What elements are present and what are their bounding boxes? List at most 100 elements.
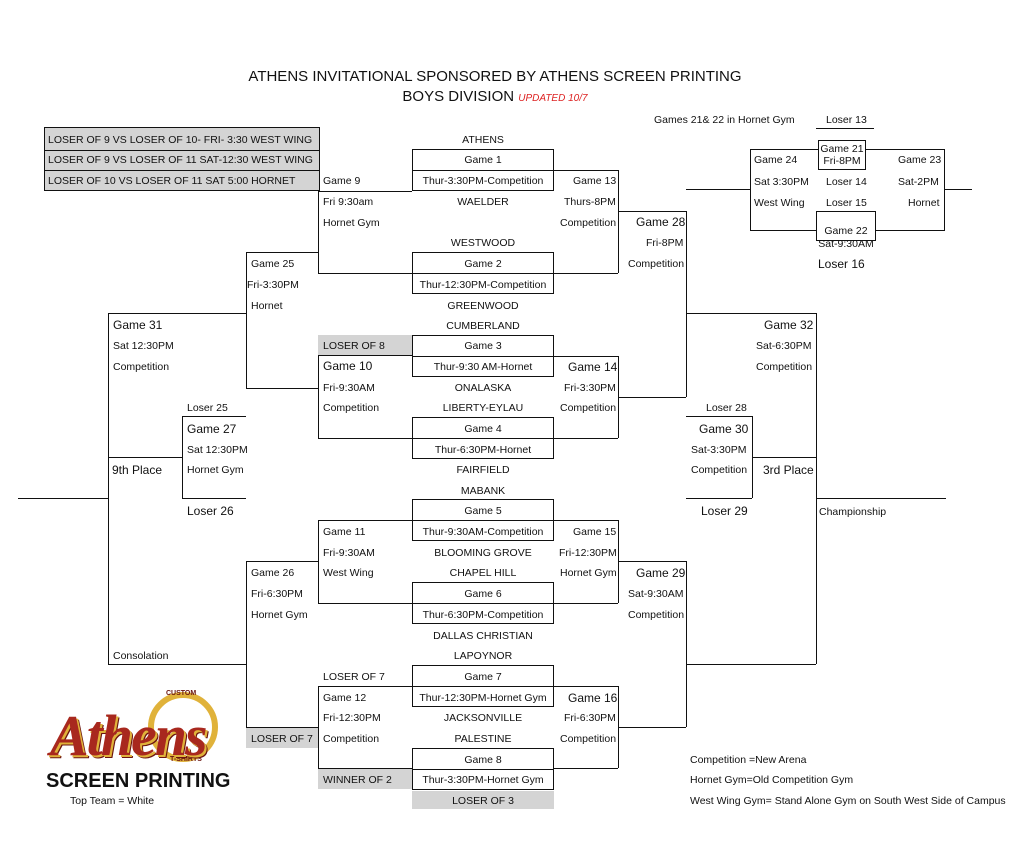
game-27-bottom-team: Loser 26 [187,504,234,518]
game-14-label: Game 14 [568,360,618,374]
game-16-label: Game 16 [568,691,618,705]
game-25-location: Hornet [251,300,283,312]
game-8-label: Game 8 [464,754,502,766]
game-4-time: Thur-6:30PM-Hornet [434,444,532,456]
game-28-location: Competition [628,258,685,270]
top-team-note: Top Team = White [70,795,155,807]
game-31-time: Sat 12:30PM [113,340,174,352]
game-2-top-team: WESTWOOD [450,237,516,249]
game-30-location: Competition [691,464,748,476]
game-6-bottom-team: DALLAS CHRISTIAN [433,630,533,642]
game-10-label: Game 10 [323,359,373,373]
game-26-location: Hornet Gym [251,609,308,621]
game-12-time: Fri-12:30PM [323,712,381,724]
legend-line-1: LOSER OF 9 VS LOSER OF 10- FRI- 3:30 WES… [48,134,313,146]
pool-loser-14: Loser 14 [826,176,867,188]
game-2-time: Thur-12:30PM-Competition [419,279,547,291]
logo-tagline: SCREEN PRINTING [46,770,231,792]
game-5-top-team: MABANK [460,485,506,497]
game-32-location: Competition [756,361,813,373]
game-12-bottom-team: WINNER OF 2 [323,774,392,786]
championship-label: Championship [819,506,887,518]
game-24-label: Game 24 [754,154,798,166]
game-9-label: Game 9 [323,175,361,187]
game-27-label: Game 27 [187,422,237,436]
game-15-location: Hornet Gym [560,567,617,579]
game-26-time: Fri-6:30PM [251,588,303,600]
game-7-time: Thur-12:30PM-Hornet Gym [419,692,547,704]
game-30-label: Game 30 [699,422,749,436]
game-4-top-team: LIBERTY-EYLAU [442,402,524,414]
game-29-location: Competition [628,609,685,621]
game-16-location: Competition [560,733,617,745]
game-21-time: Fri-8PM [823,155,861,167]
game-10-top-team: LOSER OF 8 [323,340,385,352]
game-13-time: Thurs-8PM [564,196,616,208]
page-title: ATHENS INVITATIONAL SPONSORED BY ATHENS … [248,68,742,85]
game-10-time: Fri-9:30AM [323,382,375,394]
game-28-label: Game 28 [636,215,686,229]
game-5-time: Thur-9:30AM-Competition [422,526,544,538]
key-west-wing: West Wing Gym= Stand Alone Gym on South … [690,795,1006,807]
pool-note: Games 21& 22 in Hornet Gym [654,114,795,126]
game-14-time: Fri-3:30PM [564,382,616,394]
game-8-time: Thur-3:30PM-Hornet Gym [422,774,544,786]
game-3-top-team: CUMBERLAND [446,320,520,332]
game-5-bottom-team: BLOOMING GROVE [434,547,532,559]
game-2-label: Game 2 [464,258,502,270]
game-29-label: Game 29 [636,566,686,580]
game-1-time: Thur-3:30PM-Competition [422,175,544,187]
game-11-time: Fri-9:30AM [323,547,375,559]
game-31-location: Competition [113,361,170,373]
game-2-bottom-team: GREENWOOD [447,300,519,312]
game-12-location: Competition [323,733,380,745]
game-23-location: Hornet [908,197,940,209]
game-27-top-team: Loser 25 [187,402,228,414]
game-10-location: Competition [323,402,380,414]
game-6-label: Game 6 [464,588,502,600]
game-7-top-team: LAPOYNOR [453,650,513,662]
game-11-location: West Wing [323,567,374,579]
game-24-location: West Wing [754,197,805,209]
game-26-bottom-team: LOSER OF 7 [251,733,313,745]
consolation-label: Consolation [113,650,169,662]
game-30-top-team: Loser 28 [706,402,747,414]
game-3-time: Thur-9:30 AM-Hornet [433,361,533,373]
game-15-time: Fri-12:30PM [559,547,617,559]
game-14-location: Competition [560,402,617,414]
game-7-label: Game 7 [464,671,502,683]
pool-loser-16: Loser 16 [818,257,865,271]
game-24-time: Sat 3:30PM [754,176,809,188]
game-31-label: Game 31 [113,318,163,332]
third-place-label: 3rd Place [763,463,814,477]
legend-line-3: LOSER OF 10 VS LOSER OF 11 SAT 5:00 HORN… [48,175,296,187]
game-27-time: Sat 12:30PM [187,444,248,456]
legend-line-2: LOSER OF 9 VS LOSER OF 11 SAT-12:30 WEST… [48,154,313,166]
game-5-label: Game 5 [464,505,502,517]
game-9-time: Fri 9:30am [323,196,374,208]
game-25-label: Game 25 [251,258,295,270]
game-27-location: Hornet Gym [187,464,244,476]
logo-ring-bottom: T-SHIRTS [170,756,202,763]
game-23-label: Game 23 [898,154,942,166]
game-3-label: Game 3 [464,340,502,352]
game-28-time: Fri-8PM [646,237,684,249]
game-6-top-team: CHAPEL HILL [449,567,517,579]
game-13-label: Game 13 [573,175,617,187]
game-3-bottom-team: ONALASKA [454,382,512,394]
game-1-label: Game 1 [464,154,502,166]
key-hornet-gym: Hornet Gym=Old Competition Gym [690,774,854,786]
ninth-place-label: 9th Place [112,463,163,477]
game-1-bottom-team: WAELDER [457,196,509,208]
game-4-bottom-team: FAIRFIELD [456,464,510,476]
game-8-bottom-team: LOSER OF 3 [452,795,514,807]
updated-note: UPDATED 10/7 [518,93,588,104]
game-30-bottom-team: Loser 29 [701,504,748,518]
game-15-label: Game 15 [573,526,617,538]
game-29-time: Sat-9:30AM [628,588,684,600]
game-4-label: Game 4 [464,423,502,435]
pool-loser-15: Loser 15 [826,197,867,209]
game-32-label: Game 32 [764,318,814,332]
legend-box [44,127,320,191]
game-22-label: Game 22 [824,225,868,237]
